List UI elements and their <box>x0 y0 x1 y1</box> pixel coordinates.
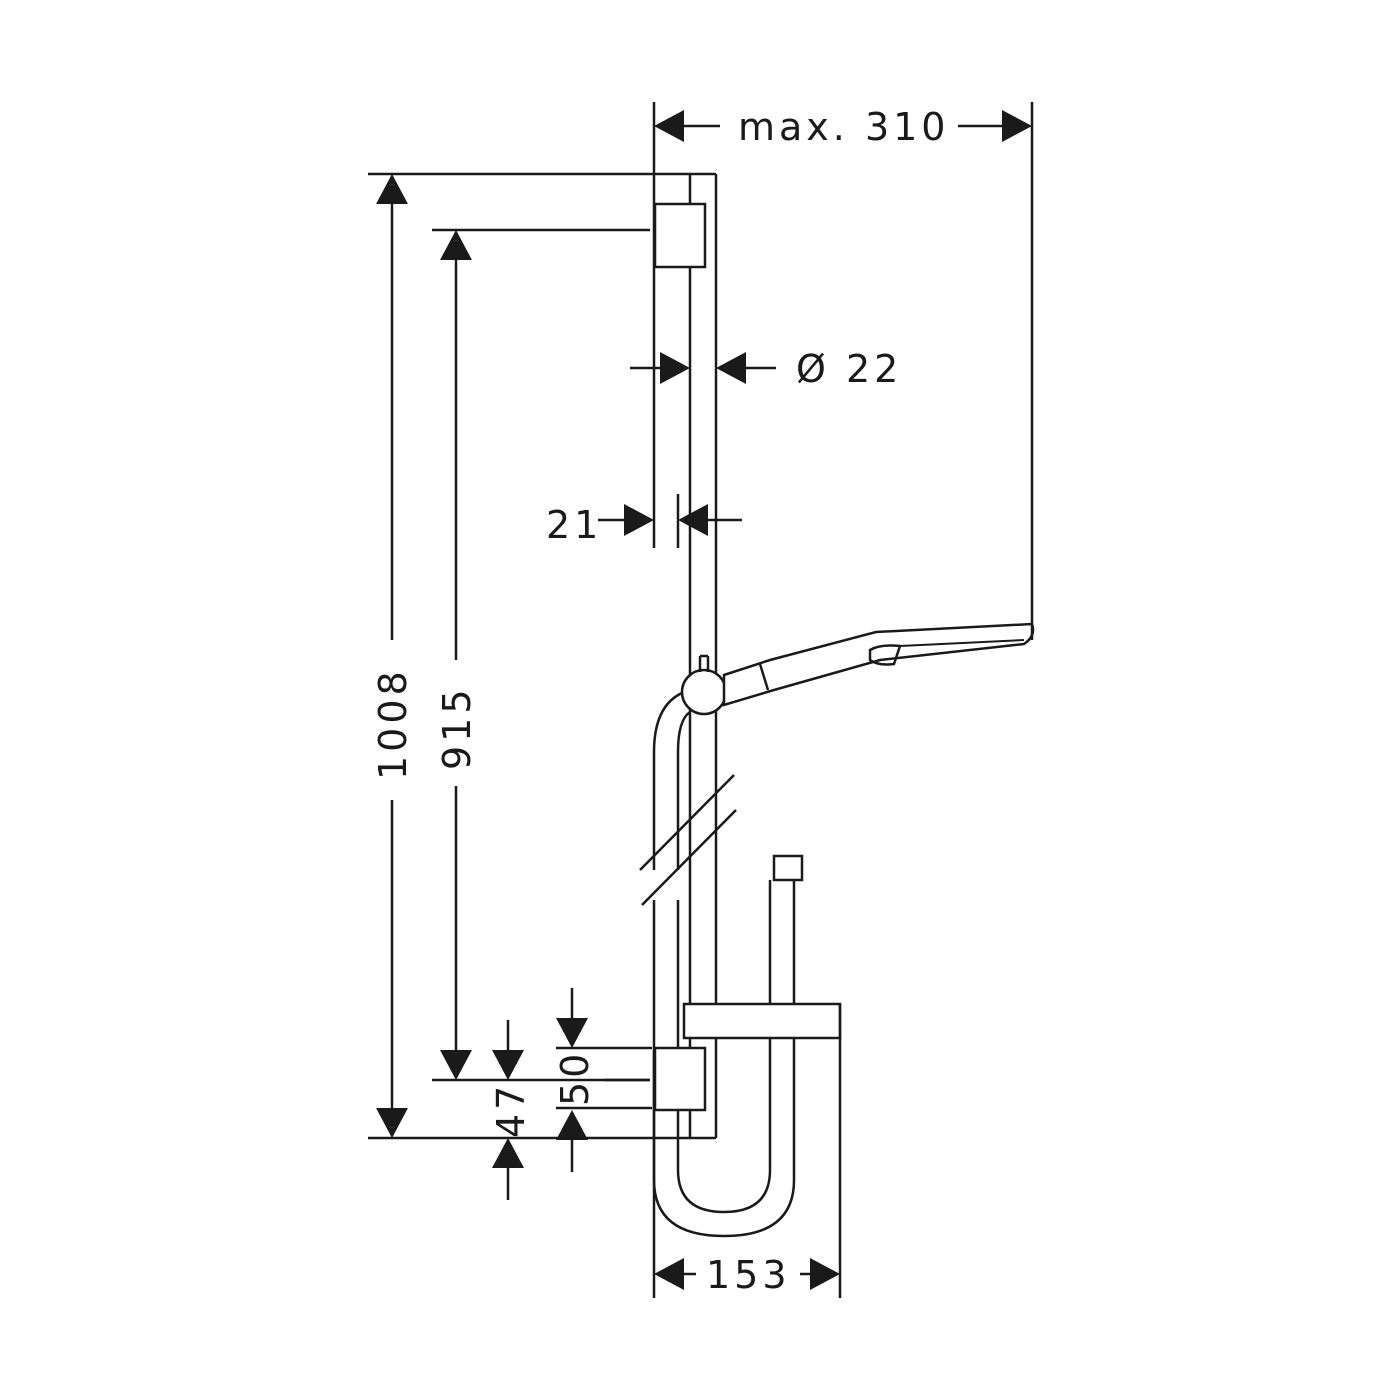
wall-offset-label: 21 <box>546 503 602 547</box>
total-height-label: 1008 <box>371 667 415 780</box>
bottom-wall-bracket <box>653 1046 707 1112</box>
shelf-width-dimension: 153 <box>654 1004 842 1298</box>
hose <box>652 688 804 1238</box>
top-wall-bracket <box>653 202 707 269</box>
handshower <box>680 622 1035 716</box>
max-width-dimension: max. 310 <box>654 102 1034 640</box>
shelf-offset-label: 50 <box>553 1050 597 1106</box>
bracket-height-dimension: 47 <box>489 1020 533 1200</box>
break-marks <box>639 774 737 906</box>
wall-offset-dimension: 21 <box>546 494 742 548</box>
bracket-distance-label: 915 <box>435 685 479 770</box>
soap-shelf <box>682 1002 842 1040</box>
diameter-label: Ø 22 <box>796 347 902 391</box>
diameter-dimension: Ø 22 <box>630 347 902 391</box>
max-width-label: max. 310 <box>738 105 949 149</box>
rail-pipe <box>688 172 718 1140</box>
shower-rail-assembly <box>639 102 1035 1298</box>
shelf-width-label: 153 <box>706 1253 791 1297</box>
total-height-dimension: 1008 <box>368 172 690 1140</box>
bracket-height-label: 47 <box>489 1082 533 1138</box>
bracket-distance-dimension: 915 <box>432 228 650 1082</box>
dimension-lines: max. 310 Ø 22 21 1008 <box>368 102 1034 1298</box>
shelf-offset-dimension: 50 <box>553 988 652 1172</box>
